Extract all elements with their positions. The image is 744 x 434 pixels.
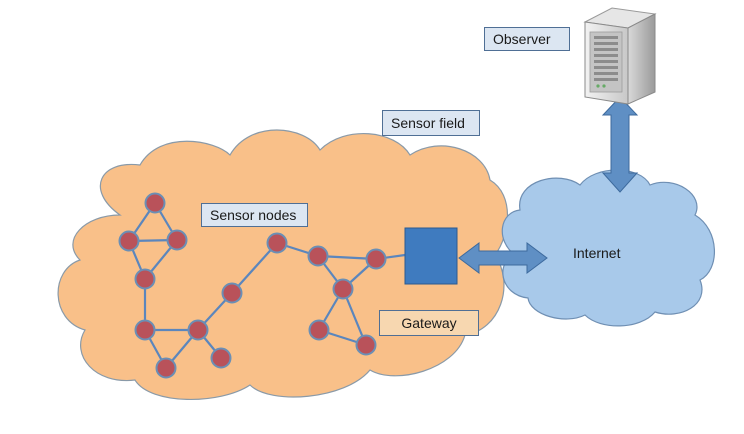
sensor-nodes — [118, 192, 387, 379]
internet-label-text: Internet — [573, 245, 621, 261]
gateway-label-text: Gateway — [401, 315, 457, 331]
sensor-node — [307, 245, 329, 267]
observer-label: Observer — [484, 27, 570, 51]
sensor-node — [355, 334, 377, 356]
sensor-node — [210, 347, 232, 369]
sensor-node — [365, 248, 387, 270]
internet-label: Internet — [573, 245, 620, 261]
gateway-label: Gateway — [379, 310, 479, 336]
sensor-node — [221, 282, 243, 304]
observer-label-text: Observer — [493, 31, 551, 47]
sensor-node — [187, 319, 209, 341]
sensor-nodes-label: Sensor nodes — [201, 203, 308, 227]
sensor-node — [144, 192, 166, 214]
sensor-node — [134, 268, 156, 290]
observer-server-icon — [583, 7, 657, 105]
link — [231, 242, 278, 294]
gateway-internet-arrow — [458, 242, 548, 274]
sensor-node — [166, 229, 188, 251]
sensor-node — [155, 357, 177, 379]
sensor-node — [266, 232, 288, 254]
sensor-field-label-text: Sensor field — [391, 115, 465, 131]
sensor-nodes-label-text: Sensor nodes — [210, 207, 297, 223]
sensor-node — [118, 230, 140, 252]
internet-cloud — [501, 169, 715, 327]
sensor-node — [134, 319, 156, 341]
sensor-field-label: Sensor field — [382, 110, 480, 136]
internet-observer-arrow — [601, 96, 639, 193]
sensor-node — [308, 319, 330, 341]
sensor-node — [332, 278, 354, 300]
gateway-node — [404, 227, 458, 285]
